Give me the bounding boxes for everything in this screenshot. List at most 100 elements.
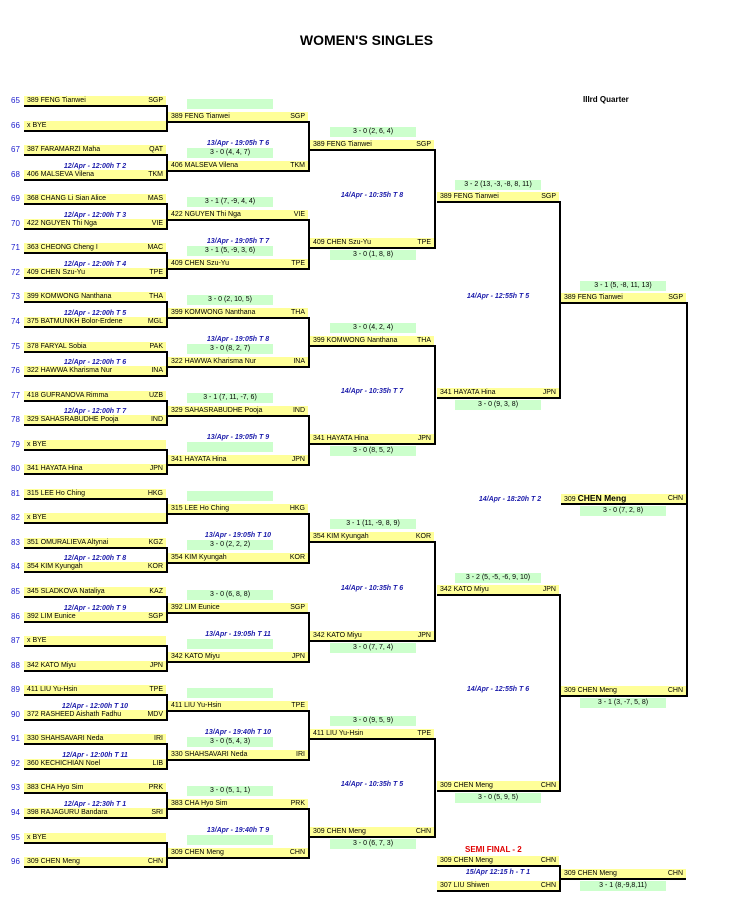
country-code: VIE — [293, 211, 305, 218]
country-code: TPE — [291, 260, 305, 267]
player-name: 418 GUFRANOVA Rimma — [27, 392, 109, 399]
player-name: 315 LEE Ho Ching — [27, 490, 85, 497]
country-code: CHN — [667, 495, 683, 502]
player-name: 309 CHEN Meng — [440, 782, 493, 789]
draw-position: 84 — [11, 562, 20, 571]
r2-entry: 409 CHEN Szu-Yu TPE — [168, 259, 308, 270]
r1-entry: x BYE — [24, 440, 166, 451]
player-name: 409 CHEN Szu-Yu — [27, 269, 85, 276]
match-info: 13/Apr - 19:40h T 10 — [204, 729, 272, 736]
player-name: 392 LIM Eunice — [27, 613, 76, 620]
player-name: 309 CHEN Meng — [440, 857, 493, 864]
bracket-line — [308, 121, 310, 172]
country-code: LIB — [152, 760, 163, 767]
bracket-line — [166, 449, 168, 475]
score-cell: 3 - 0 (6, 7, 3) — [330, 839, 416, 849]
bracket-line — [166, 351, 168, 377]
player-name: 399 KOMWONG Nanthana — [27, 293, 112, 300]
draw-position: 90 — [11, 710, 20, 719]
player-name: 341 HAYATA Hina — [27, 465, 83, 472]
match-info: 13/Apr - 19:05h T 8 — [206, 336, 270, 343]
bracket-line — [559, 594, 561, 792]
player-name: 322 HAWWA Kharisma Nur — [27, 367, 113, 374]
bracket-line — [686, 302, 688, 697]
match-info: 12/Apr - 12:00h T 3 — [63, 212, 127, 219]
player-name: 409 CHEN Szu-Yu — [171, 260, 229, 267]
r1-entry: x BYE — [24, 121, 166, 132]
country-code: JPN — [417, 435, 431, 442]
player-name: 389 FENG Tianwei — [440, 193, 499, 200]
country-code: IRI — [296, 751, 305, 758]
bracket-line — [166, 301, 168, 328]
country-code: TPE — [149, 269, 163, 276]
bracket-line — [166, 498, 168, 524]
draw-position: 89 — [11, 685, 20, 694]
country-code: SGP — [541, 193, 556, 200]
country-code: TKM — [290, 162, 305, 169]
player-name: 383 CHA Hyo Sim — [171, 800, 228, 807]
draw-position: 75 — [11, 342, 20, 351]
country-code: THA — [149, 293, 163, 300]
match-info: 12/Apr - 12:00h T 7 — [63, 408, 127, 415]
score-cell: 3 - 1 (5, -8, 11, 13) — [580, 281, 666, 291]
player-name: 330 SHAHSAVARI Neda — [171, 751, 248, 758]
bracket-line — [166, 792, 168, 819]
draw-position: 92 — [11, 759, 20, 768]
match-info: 13/Apr - 19:05h T 9 — [206, 434, 270, 441]
match-info: 13/Apr - 19:05h T 11 — [205, 631, 271, 638]
draw-position: 91 — [11, 734, 20, 743]
score-cell: 3 - 0 (5, 1, 1) — [187, 786, 273, 796]
score-cell: 3 - 1 (11, -9, 8, 9) — [330, 519, 416, 529]
country-code: HKG — [289, 505, 305, 512]
draw-position: 82 — [11, 513, 20, 522]
score-cell: 3 - 2 (5, -5, -6, 9, 10) — [455, 573, 541, 583]
score-cell — [187, 688, 273, 698]
match-info: 12/Apr - 12:30h T 1 — [63, 801, 127, 808]
bracket-line — [308, 612, 310, 663]
player-name: 342 KATO Miyu — [171, 653, 220, 660]
player-name: 354 KIM Kyungah — [27, 563, 83, 570]
country-code: KOR — [415, 533, 431, 540]
r1-entry: x BYE — [24, 513, 166, 524]
match-info: 15/Apr 12:15 h - T 1 — [465, 869, 531, 876]
player-name: x BYE — [27, 441, 47, 448]
score-cell: 3 - 0 (5, 9, 5) — [455, 793, 541, 803]
score-cell: 3 - 1 (5, -9, 3, 6) — [187, 246, 273, 256]
country-code: JPN — [417, 632, 431, 639]
match-info: 12/Apr - 12:00h T 6 — [63, 359, 127, 366]
country-code: SGP — [290, 113, 305, 120]
quarter-label: IIIrd Quarter — [583, 95, 629, 104]
player-name: 309 CHEN Meng — [564, 687, 617, 694]
bracket-line — [166, 743, 168, 770]
country-code: PAK — [149, 343, 164, 350]
draw-position: 74 — [11, 317, 20, 326]
score-cell: 3 - 0 (4, 2, 4) — [330, 323, 416, 333]
match-info: 13/Apr - 19:40h T 9 — [206, 827, 270, 834]
country-code: CHN — [540, 857, 556, 864]
bracket-line — [166, 203, 168, 230]
semi-entry: 309 CHEN Meng CHN — [437, 856, 559, 867]
player-name: 342 KATO Miyu — [27, 662, 76, 669]
score-cell: 3 - 0 (8, 2, 7) — [187, 344, 273, 354]
player-name: 399 KOMWONG Nanthana — [313, 337, 398, 344]
country-code: TPE — [417, 730, 431, 737]
score-cell: 3 - 0 (5, 4, 3) — [187, 737, 273, 747]
country-code: TPE — [149, 686, 163, 693]
player-name: 389 FENG Tianwei — [171, 113, 230, 120]
bracket-line — [559, 201, 561, 399]
